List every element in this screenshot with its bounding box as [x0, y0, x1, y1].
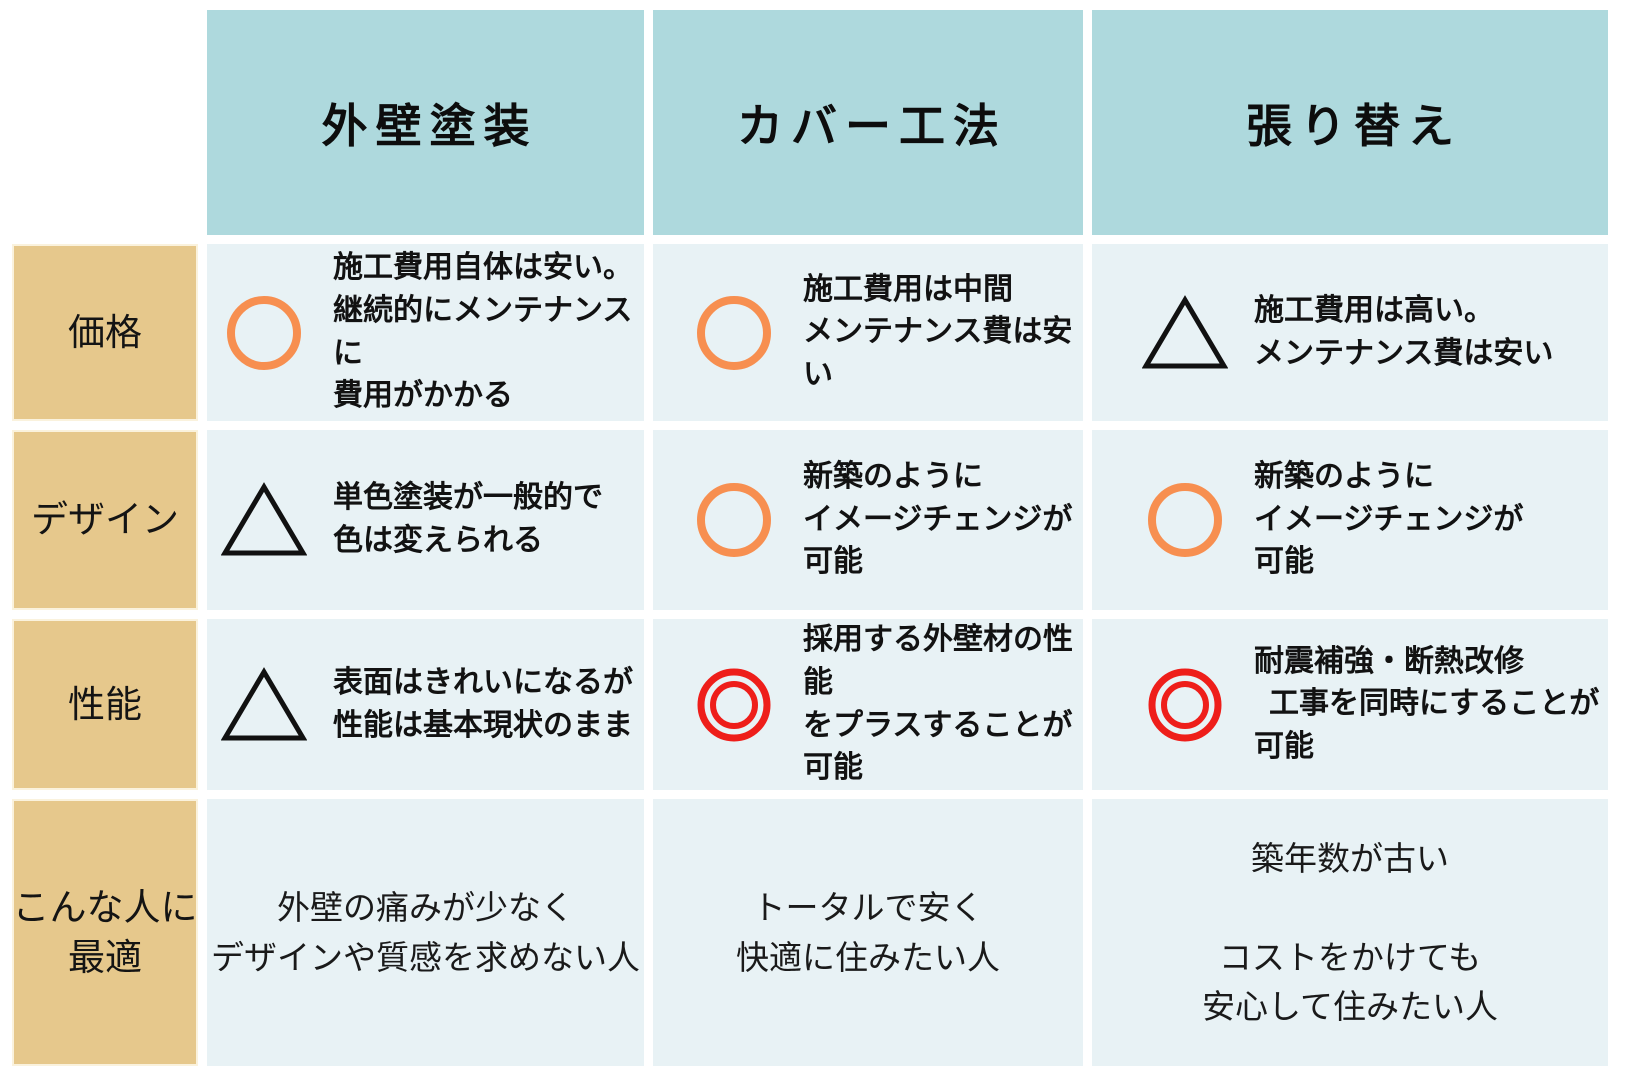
column-header-cover: カバー工法 — [653, 10, 1083, 235]
cell-bestfor-replace-text: 築年数が古い コストをかけても 安心して住みたい人 — [1201, 839, 1498, 1026]
cell-design-paint-text: 単色塗装が一般的で 色は変えられる — [333, 481, 603, 557]
cell-design-replace: 新築のように イメージチェンジが 可能 — [1092, 430, 1608, 610]
cell-bestfor-paint-text: 外壁の痛みが少なく デザインや質感を求めない人 — [211, 889, 640, 976]
circle-rating-icon — [221, 294, 307, 372]
cell-bestfor-cover-text: トータルで安く 快適に住みたい人 — [736, 889, 1000, 976]
comparison-table: 外壁塗装 カバー工法 張り替え 価格 施工費用自体は安い。 継続的にメンテナンス… — [12, 10, 1608, 1066]
cell-performance-replace-text: 耐震補強・断熱改修 工事を同時にすることが 可能 — [1254, 644, 1600, 763]
column-header-replace-label: 張り替え — [1246, 99, 1462, 152]
cell-performance-paint-text: 表面はきれいになるが 性能は基本現状のまま — [333, 665, 633, 742]
triangle-rating-icon — [221, 481, 307, 559]
cell-performance-paint: 表面はきれいになるが 性能は基本現状のまま — [207, 619, 644, 790]
column-header-paint: 外壁塗装 — [207, 10, 644, 235]
cell-bestfor-cover: トータルで安く 快適に住みたい人 — [653, 799, 1083, 1066]
cell-performance-replace: 耐震補強・断熱改修 工事を同時にすることが 可能 — [1092, 619, 1608, 790]
row-header-performance: 性能 — [12, 619, 198, 790]
cell-design-cover: 新築のように イメージチェンジが 可能 — [653, 430, 1083, 610]
circle-rating-icon — [691, 294, 777, 372]
cell-bestfor-paint: 外壁の痛みが少なく デザインや質感を求めない人 — [207, 799, 644, 1066]
cell-price-paint-text: 施工費用自体は安い。 継続的にメンテナンスに 費用がかかる — [333, 251, 633, 413]
row-header-price: 価格 — [12, 244, 198, 421]
row-header-best-for: こんな人に 最適 — [12, 799, 198, 1066]
column-header-paint-label: 外壁塗装 — [321, 99, 538, 152]
cell-performance-cover: 採用する外壁材の性能 をプラスすることが 可能 — [653, 619, 1083, 790]
cell-design-replace-text: 新築のように イメージチェンジが 可能 — [1254, 460, 1524, 579]
empty-corner-cell — [12, 10, 198, 235]
cell-design-cover-text: 新築のように イメージチェンジが 可能 — [803, 460, 1073, 579]
cell-price-replace-text: 施工費用は高い。 メンテナンス費は安い — [1254, 293, 1554, 370]
triangle-rating-icon — [221, 666, 307, 744]
double-circle-rating-icon — [1142, 666, 1228, 744]
column-header-replace: 張り替え — [1092, 10, 1608, 235]
cell-performance-cover-text: 採用する外壁材の性能 をプラスすることが 可能 — [803, 623, 1073, 785]
circle-rating-icon — [1142, 481, 1228, 559]
double-circle-rating-icon — [691, 666, 777, 744]
cell-bestfor-replace: 築年数が古い コストをかけても 安心して住みたい人 — [1092, 799, 1608, 1066]
row-header-design: デザイン — [12, 430, 198, 610]
circle-rating-icon — [691, 481, 777, 559]
cell-price-cover: 施工費用は中間 メンテナンス費は安い — [653, 244, 1083, 421]
triangle-rating-icon — [1142, 294, 1228, 372]
column-header-cover-label: カバー工法 — [737, 99, 1007, 152]
cell-price-cover-text: 施工費用は中間 メンテナンス費は安い — [803, 272, 1073, 391]
cell-design-paint: 単色塗装が一般的で 色は変えられる — [207, 430, 644, 610]
cell-price-paint: 施工費用自体は安い。 継続的にメンテナンスに 費用がかかる — [207, 244, 644, 421]
cell-price-replace: 施工費用は高い。 メンテナンス費は安い — [1092, 244, 1608, 421]
